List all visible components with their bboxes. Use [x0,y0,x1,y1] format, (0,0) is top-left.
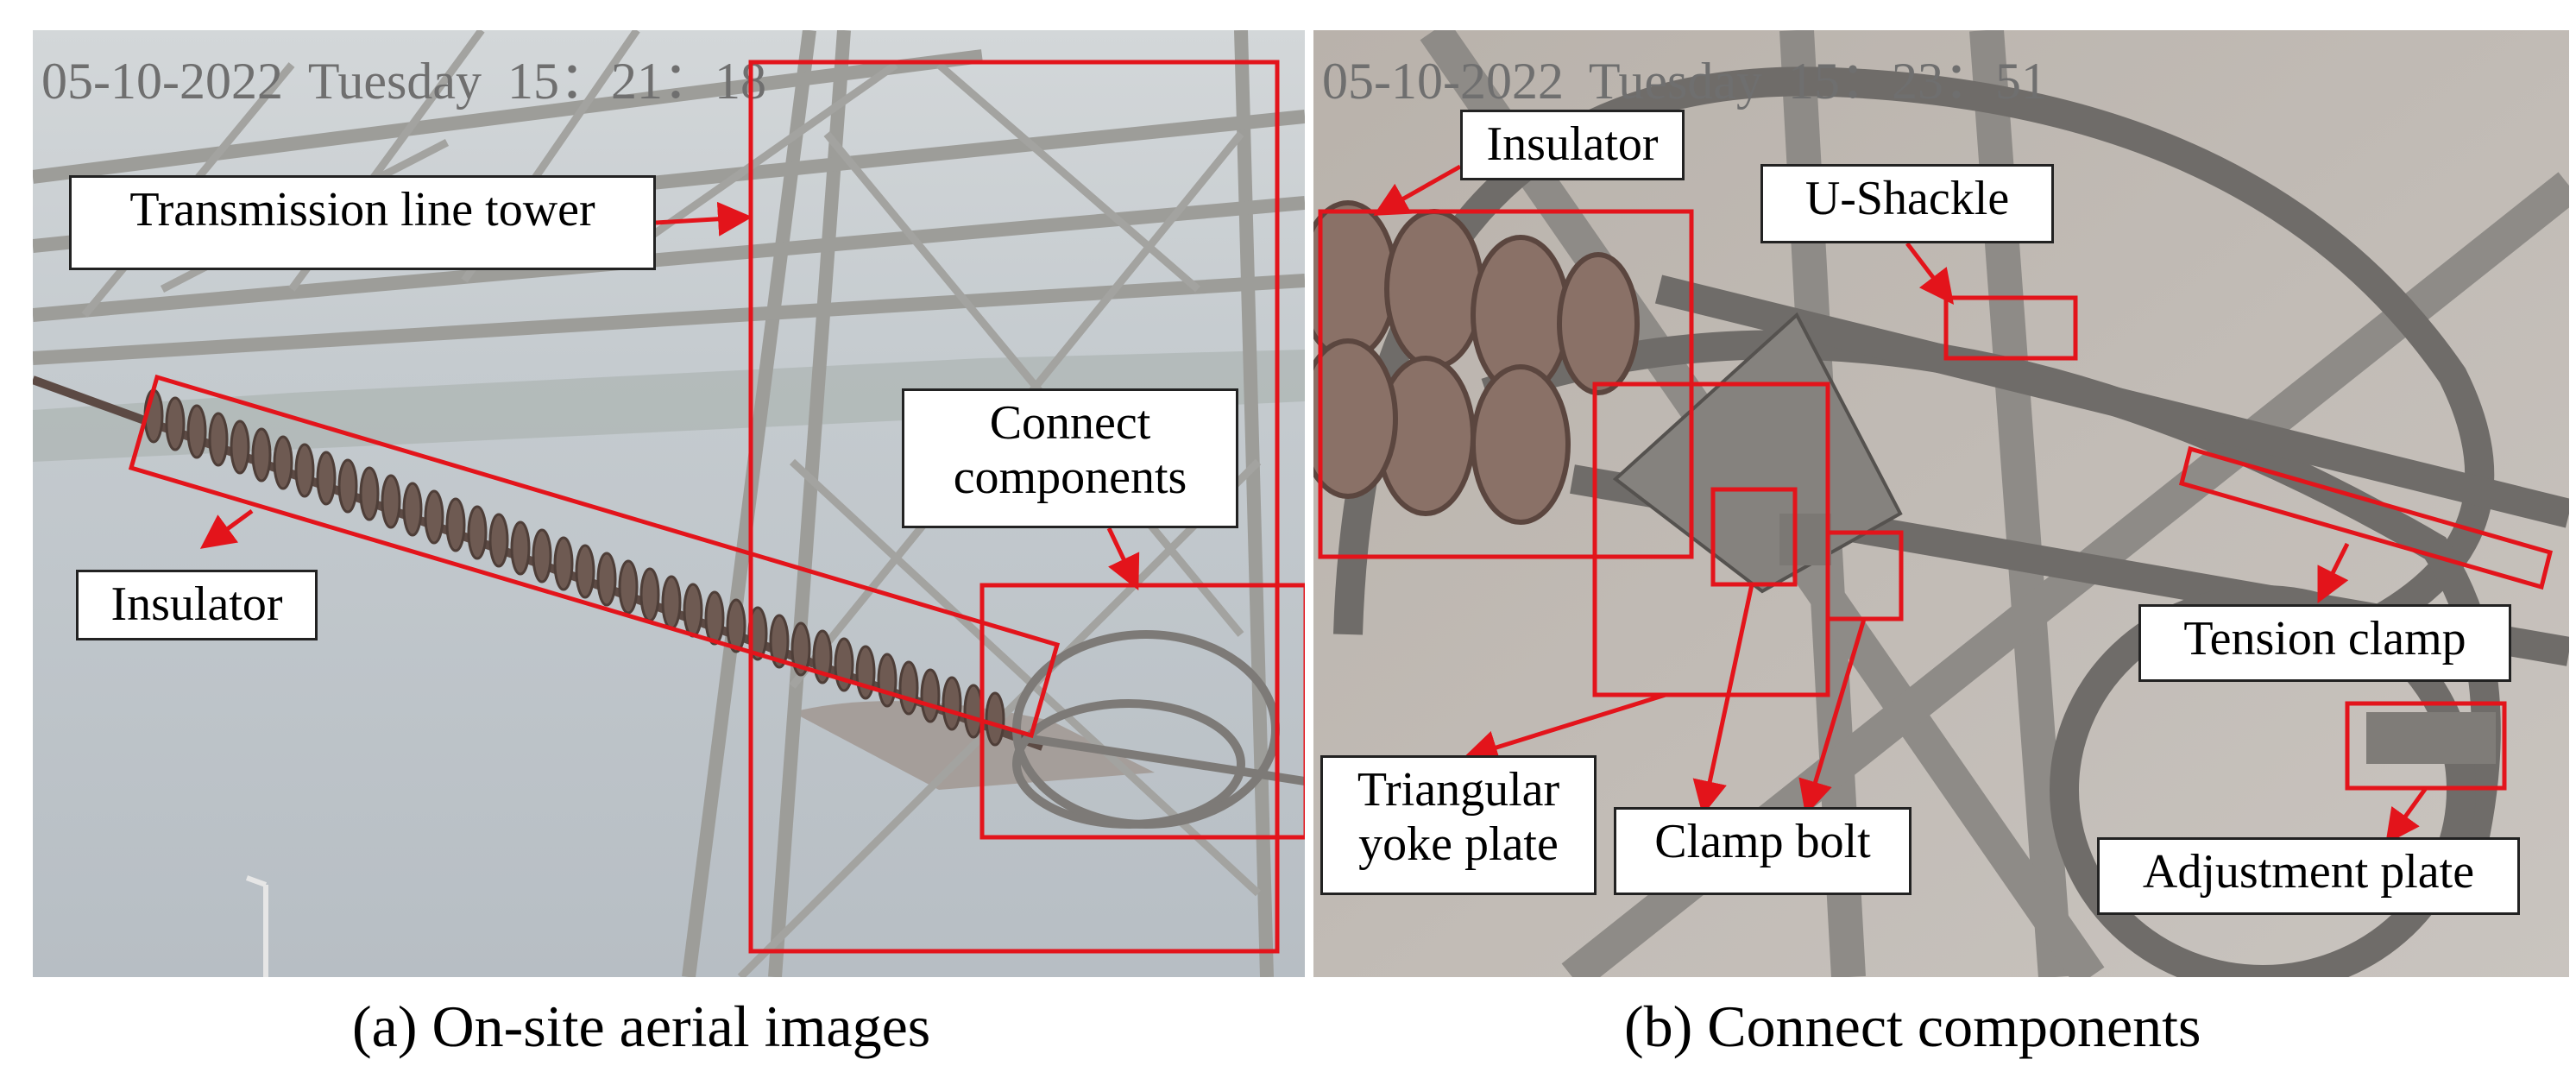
label-connect-components: Connect components [902,388,1238,528]
caption-panel-a: (a) On-site aerial images [352,994,931,1059]
label-insulator: Insulator [76,570,318,640]
label-clamp-bolt: Clamp bolt [1614,807,1912,895]
label-transmission-line-tower: Transmission line tower [69,175,656,270]
label-adjustment-plate: Adjustment plate [2097,837,2520,915]
label-tension-clamp: Tension clamp [2138,604,2511,682]
photo-timestamp: 05-10-2022 Tuesday 15：21：18 [41,53,767,110]
caption-panel-b: (b) Connect components [1624,994,2201,1059]
label-insulator-b: Insulator [1460,110,1685,180]
photo-timestamp: 05-10-2022 Tuesday 15：23：51 [1322,53,2048,110]
panel-divider [1305,30,1313,977]
label-triangular-yoke-plate: Triangular yoke plate [1320,755,1597,895]
label-u-shackle: U-Shackle [1760,164,2054,243]
